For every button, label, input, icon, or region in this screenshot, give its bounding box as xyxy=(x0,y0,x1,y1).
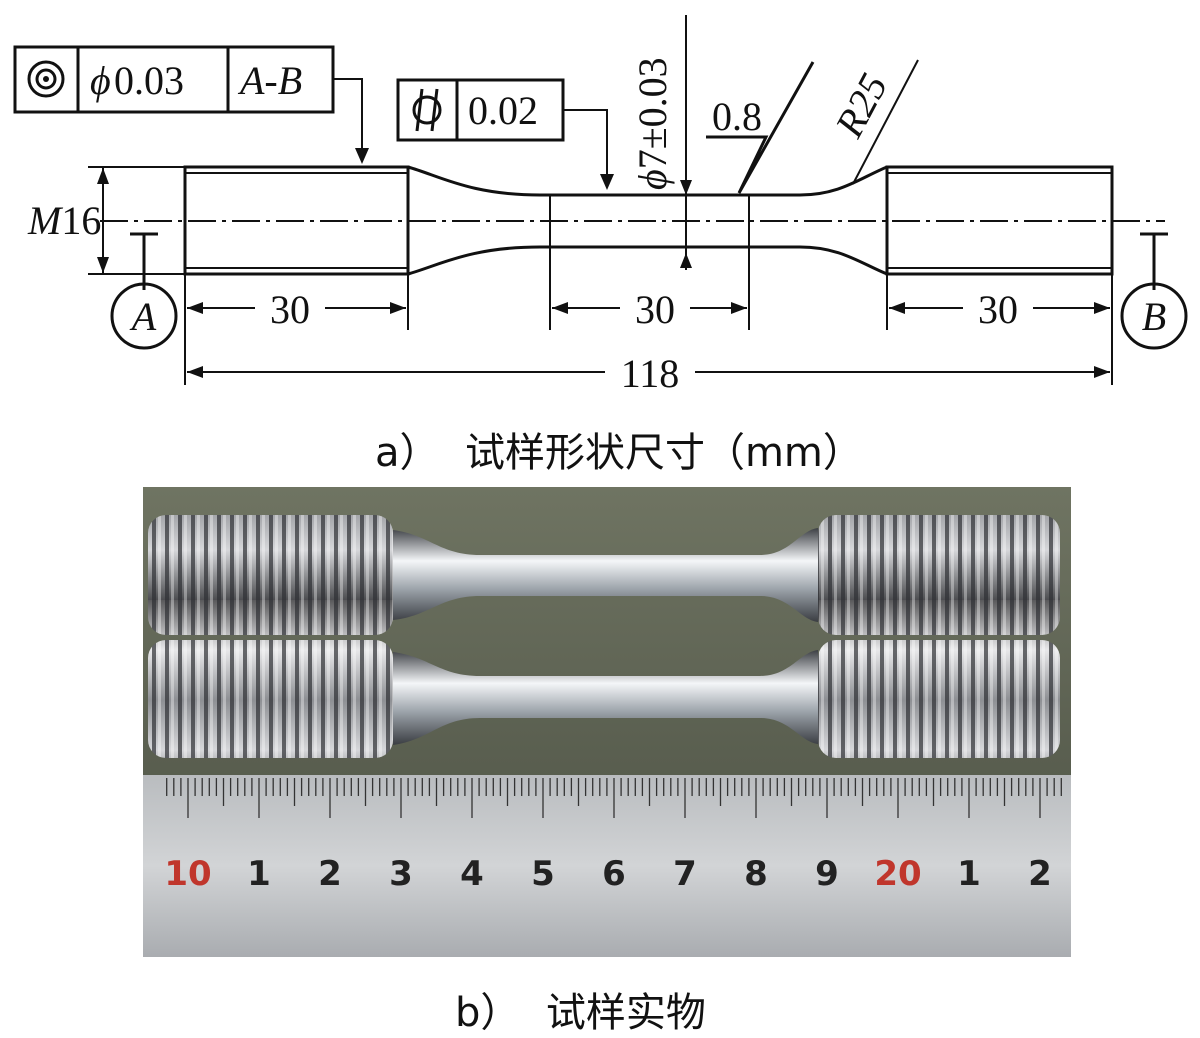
dim-total-label: 118 xyxy=(621,351,680,396)
cylindricity-leader xyxy=(563,109,608,178)
ruler-label: 2 xyxy=(1028,854,1052,894)
dim-mid-label: 30 xyxy=(635,287,675,332)
ruler-label: 20 xyxy=(874,854,921,894)
arrow-icon xyxy=(355,148,369,164)
thread-label: M16 xyxy=(27,198,101,243)
datum-b: B xyxy=(1120,232,1188,350)
arrow-icon xyxy=(1094,366,1110,378)
diameter-dimension: ϕ7±0.03 xyxy=(630,15,692,270)
datum-a: A xyxy=(110,232,178,350)
ruler-label: 1 xyxy=(957,854,981,894)
ruler: 10 1 2 3 4 5 6 7 8 9 20 1 2 xyxy=(143,775,1071,957)
specimen-drawing: ϕ 0.03 A-B 0.02 ϕ7±0.03 0.8 R25 xyxy=(13,15,1188,396)
datum-a-label: A xyxy=(129,294,157,339)
arrow-icon xyxy=(600,174,614,190)
ruler-label: 1 xyxy=(247,854,271,894)
caption-b: b） 试样实物 xyxy=(455,990,706,1036)
ruler-label: 5 xyxy=(531,854,555,894)
specimen-top xyxy=(148,515,1060,635)
ruler-label: 7 xyxy=(673,854,697,894)
cylindricity-value: 0.02 xyxy=(468,88,538,133)
specimen-bottom xyxy=(148,640,1060,758)
ruler-label: 6 xyxy=(602,854,626,894)
ruler-label: 9 xyxy=(815,854,839,894)
arrow-icon xyxy=(97,168,109,184)
arrow-icon xyxy=(390,302,406,314)
ruler-label: 8 xyxy=(744,854,768,894)
specimen-outline xyxy=(100,165,1165,330)
caption-a: a） 试样形状尺寸（mm） xyxy=(375,430,863,476)
length-dimensions: 30 30 30 118 xyxy=(184,274,1113,396)
arrow-icon xyxy=(1094,302,1110,314)
cylindricity-frame: 0.02 xyxy=(396,78,614,190)
arrow-icon xyxy=(552,302,568,314)
ruler-label: 10 xyxy=(164,854,211,894)
ruler-label: 3 xyxy=(389,854,413,894)
arrow-icon xyxy=(680,180,692,195)
arrow-icon xyxy=(187,366,203,378)
diameter-label: ϕ7±0.03 xyxy=(630,57,675,190)
cylindricity-icon xyxy=(412,88,442,132)
ruler-label: 4 xyxy=(460,854,484,894)
arrow-icon xyxy=(97,257,109,273)
ruler-labels: 10 1 2 3 4 5 6 7 8 9 20 1 2 xyxy=(164,854,1052,894)
concentricity-icon xyxy=(27,60,65,98)
ruler-ticks xyxy=(166,778,1062,818)
concentricity-phi: ϕ xyxy=(90,58,111,103)
arrow-icon xyxy=(889,302,905,314)
arrow-icon xyxy=(187,302,203,314)
concentricity-datum: A-B xyxy=(237,58,302,103)
arrow-icon xyxy=(680,253,692,268)
concentricity-frame: ϕ 0.03 A-B xyxy=(13,45,369,164)
ruler-label: 2 xyxy=(318,854,342,894)
concentricity-value: 0.03 xyxy=(114,58,184,103)
arrow-icon xyxy=(731,302,747,314)
dim-left-label: 30 xyxy=(270,287,310,332)
roughness-symbol: 0.8 xyxy=(706,61,815,194)
concentricity-leader xyxy=(333,78,363,152)
thread-dimension: M16 xyxy=(27,166,185,275)
dim-right-label: 30 xyxy=(978,287,1018,332)
roughness-value: 0.8 xyxy=(712,94,762,139)
datum-b-label: B xyxy=(1142,294,1166,339)
